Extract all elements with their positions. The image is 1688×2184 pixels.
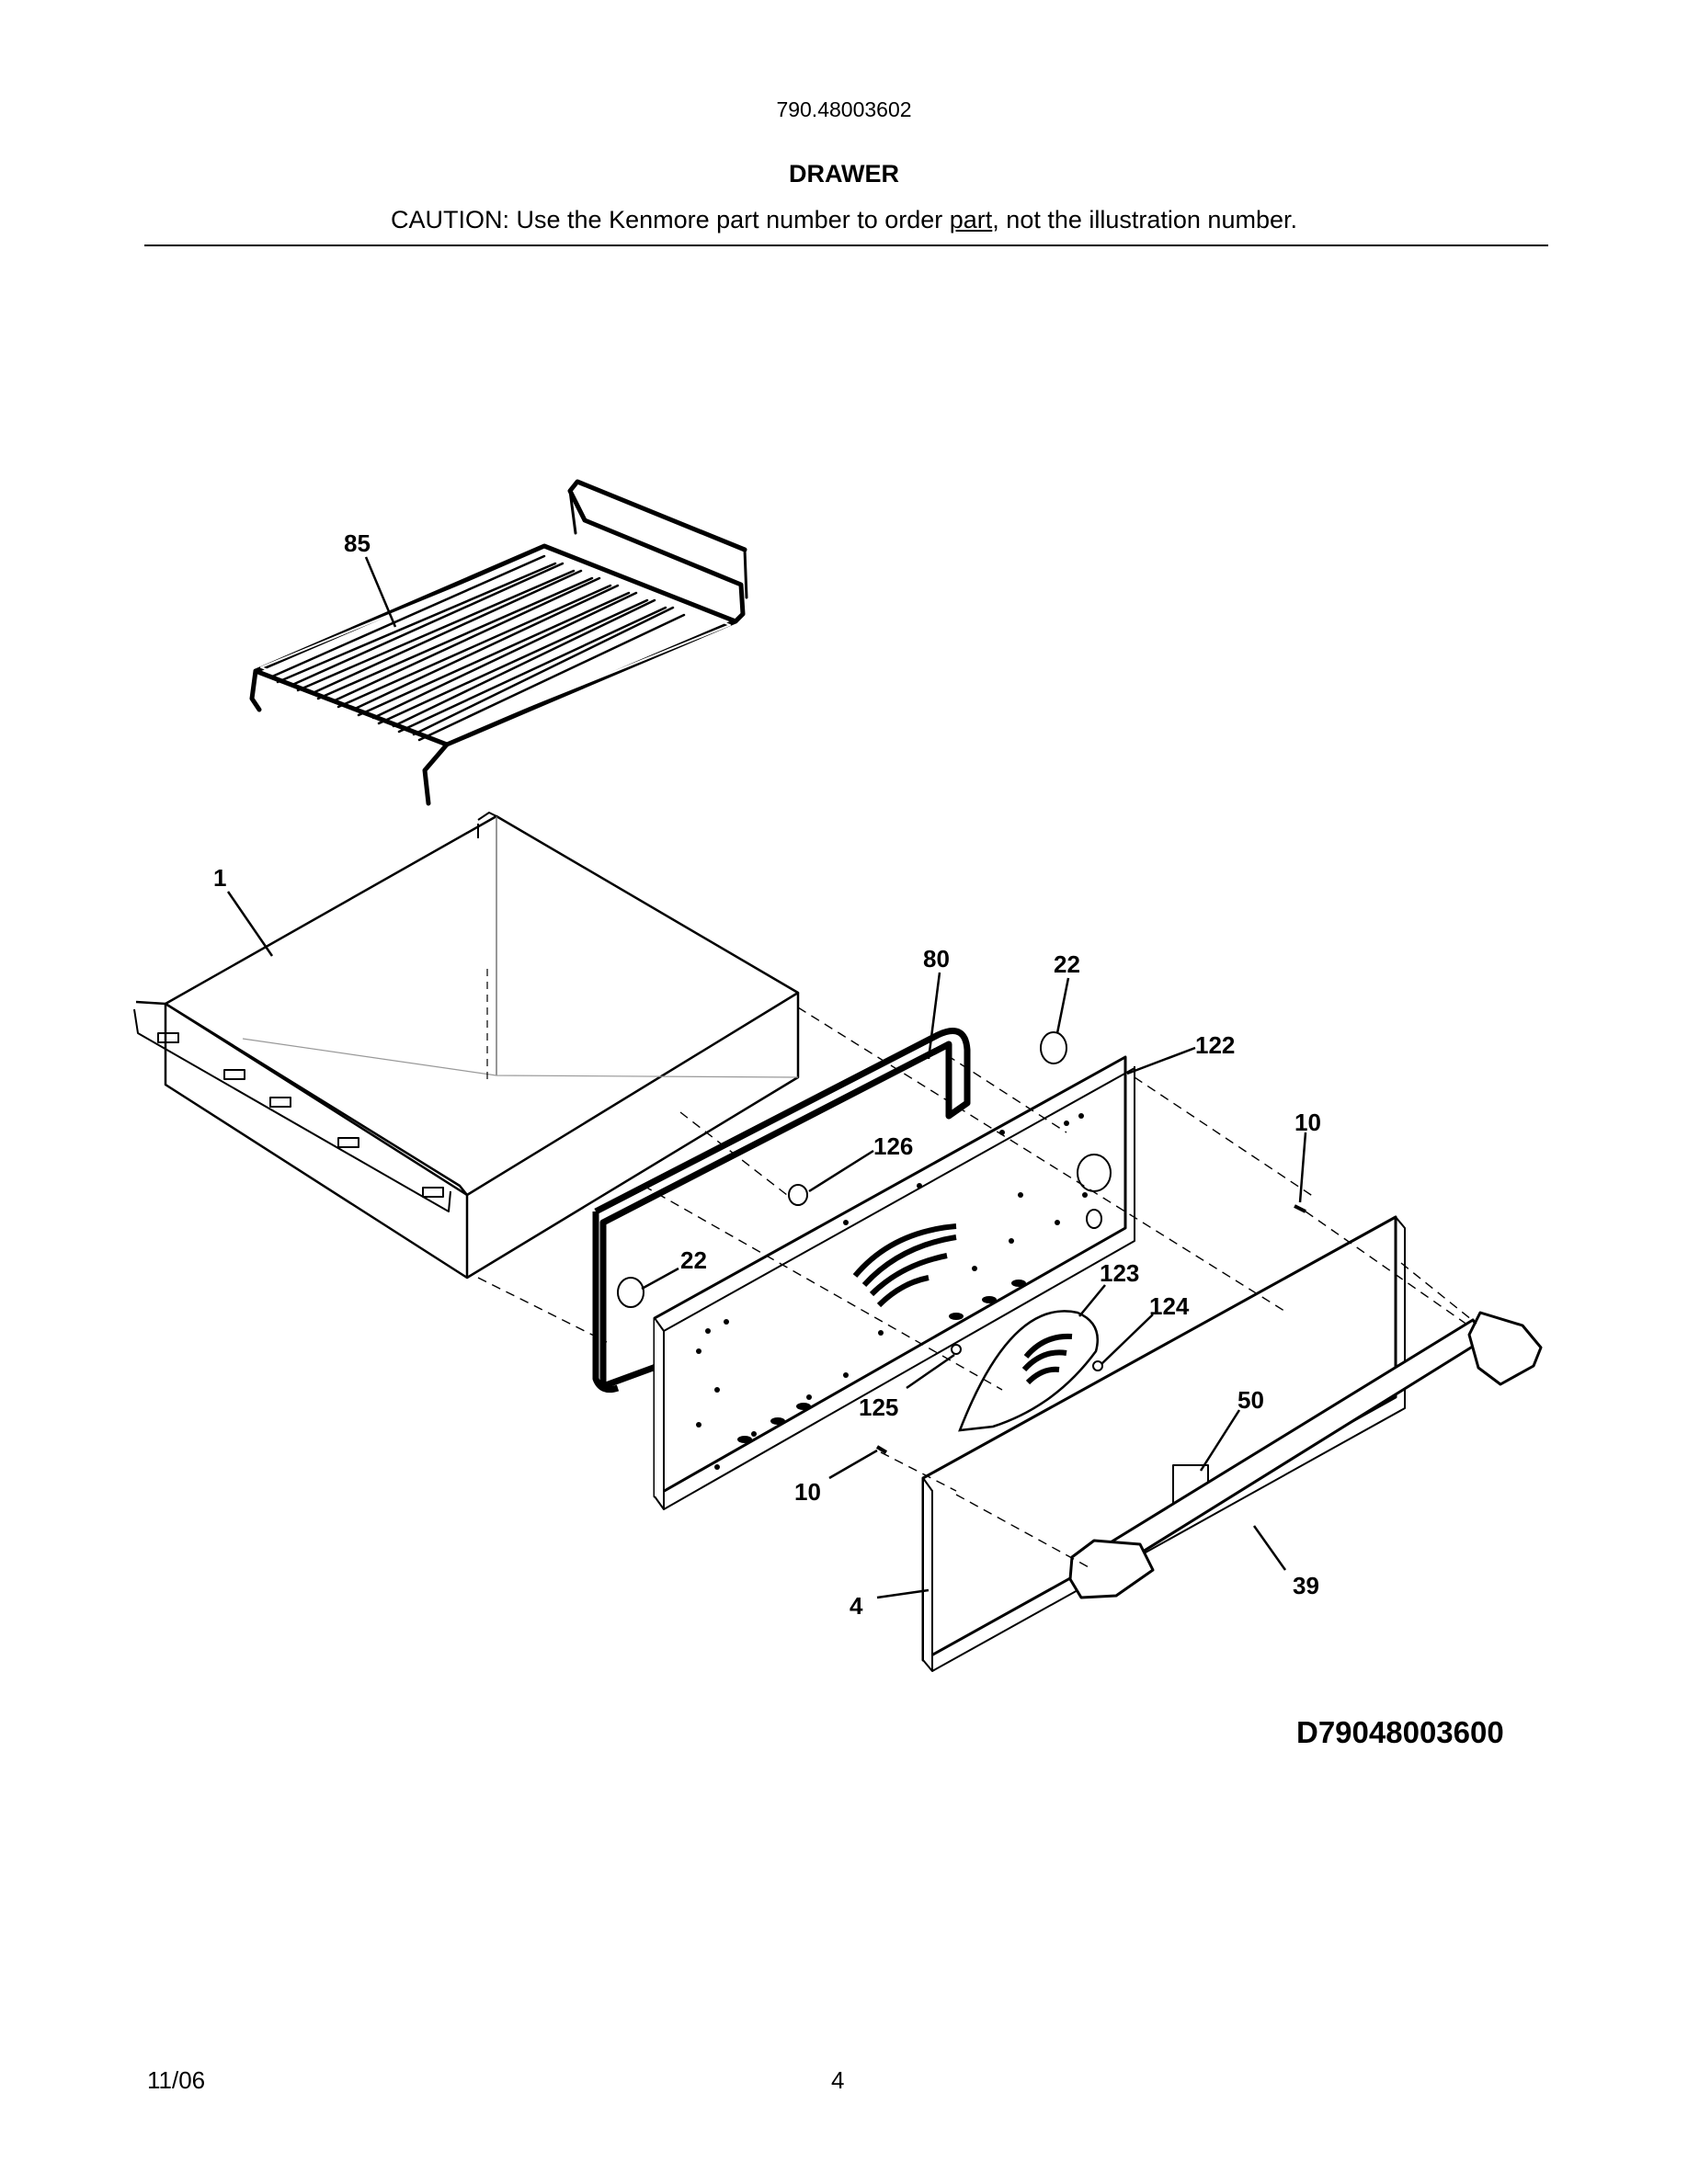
page-number: 4	[831, 2066, 845, 2094]
inner-panel-part	[653, 1055, 1135, 1510]
callout-1: 1	[213, 864, 226, 892]
caution-suffix: , not the illustration number.	[992, 206, 1297, 233]
rack-part	[249, 479, 748, 806]
callout-123: 123	[1100, 1259, 1139, 1287]
callout-126: 126	[873, 1132, 913, 1160]
callout-39: 39	[1293, 1572, 1319, 1599]
gasket-part	[592, 1028, 971, 1393]
caution-underlined: part	[949, 206, 993, 233]
drawer-body-part	[133, 812, 800, 1280]
caution-prefix: CAUTION: Use the Kenmore part number to …	[391, 206, 950, 233]
diagram-id: D79048003600	[1296, 1715, 1504, 1749]
callout-22-upper: 22	[1054, 950, 1080, 978]
handle-part	[1068, 1311, 1543, 1599]
callout-4: 4	[850, 1592, 863, 1620]
model-number: 790.48003602	[776, 97, 912, 121]
assembly-lines	[477, 1007, 1477, 1569]
front-panel-part	[921, 1215, 1406, 1672]
plug-parts	[617, 1031, 1067, 1308]
footer-date: 11/06	[147, 2066, 206, 2094]
callout-10-lower: 10	[794, 1478, 821, 1506]
callout-122: 122	[1195, 1031, 1235, 1059]
screw-parts	[875, 1204, 1306, 1454]
leader-lines	[226, 556, 1307, 1599]
callout-10-upper: 10	[1295, 1109, 1321, 1136]
callout-50: 50	[1237, 1386, 1264, 1414]
callout-85: 85	[344, 529, 371, 557]
callout-80: 80	[923, 945, 950, 973]
callout-22-lower: 22	[680, 1246, 707, 1274]
callout-124: 124	[1149, 1292, 1190, 1320]
vent-cover-part	[958, 1310, 1099, 1432]
callout-125: 125	[859, 1393, 898, 1421]
header-rule	[144, 245, 1548, 246]
callout-labels: 85 1 80 22 122 126 10 22 123 124 125 50 …	[213, 529, 1321, 1620]
caution-note: CAUTION: Use the Kenmore part number to …	[0, 206, 1688, 234]
section-title: DRAWER	[789, 160, 899, 188]
